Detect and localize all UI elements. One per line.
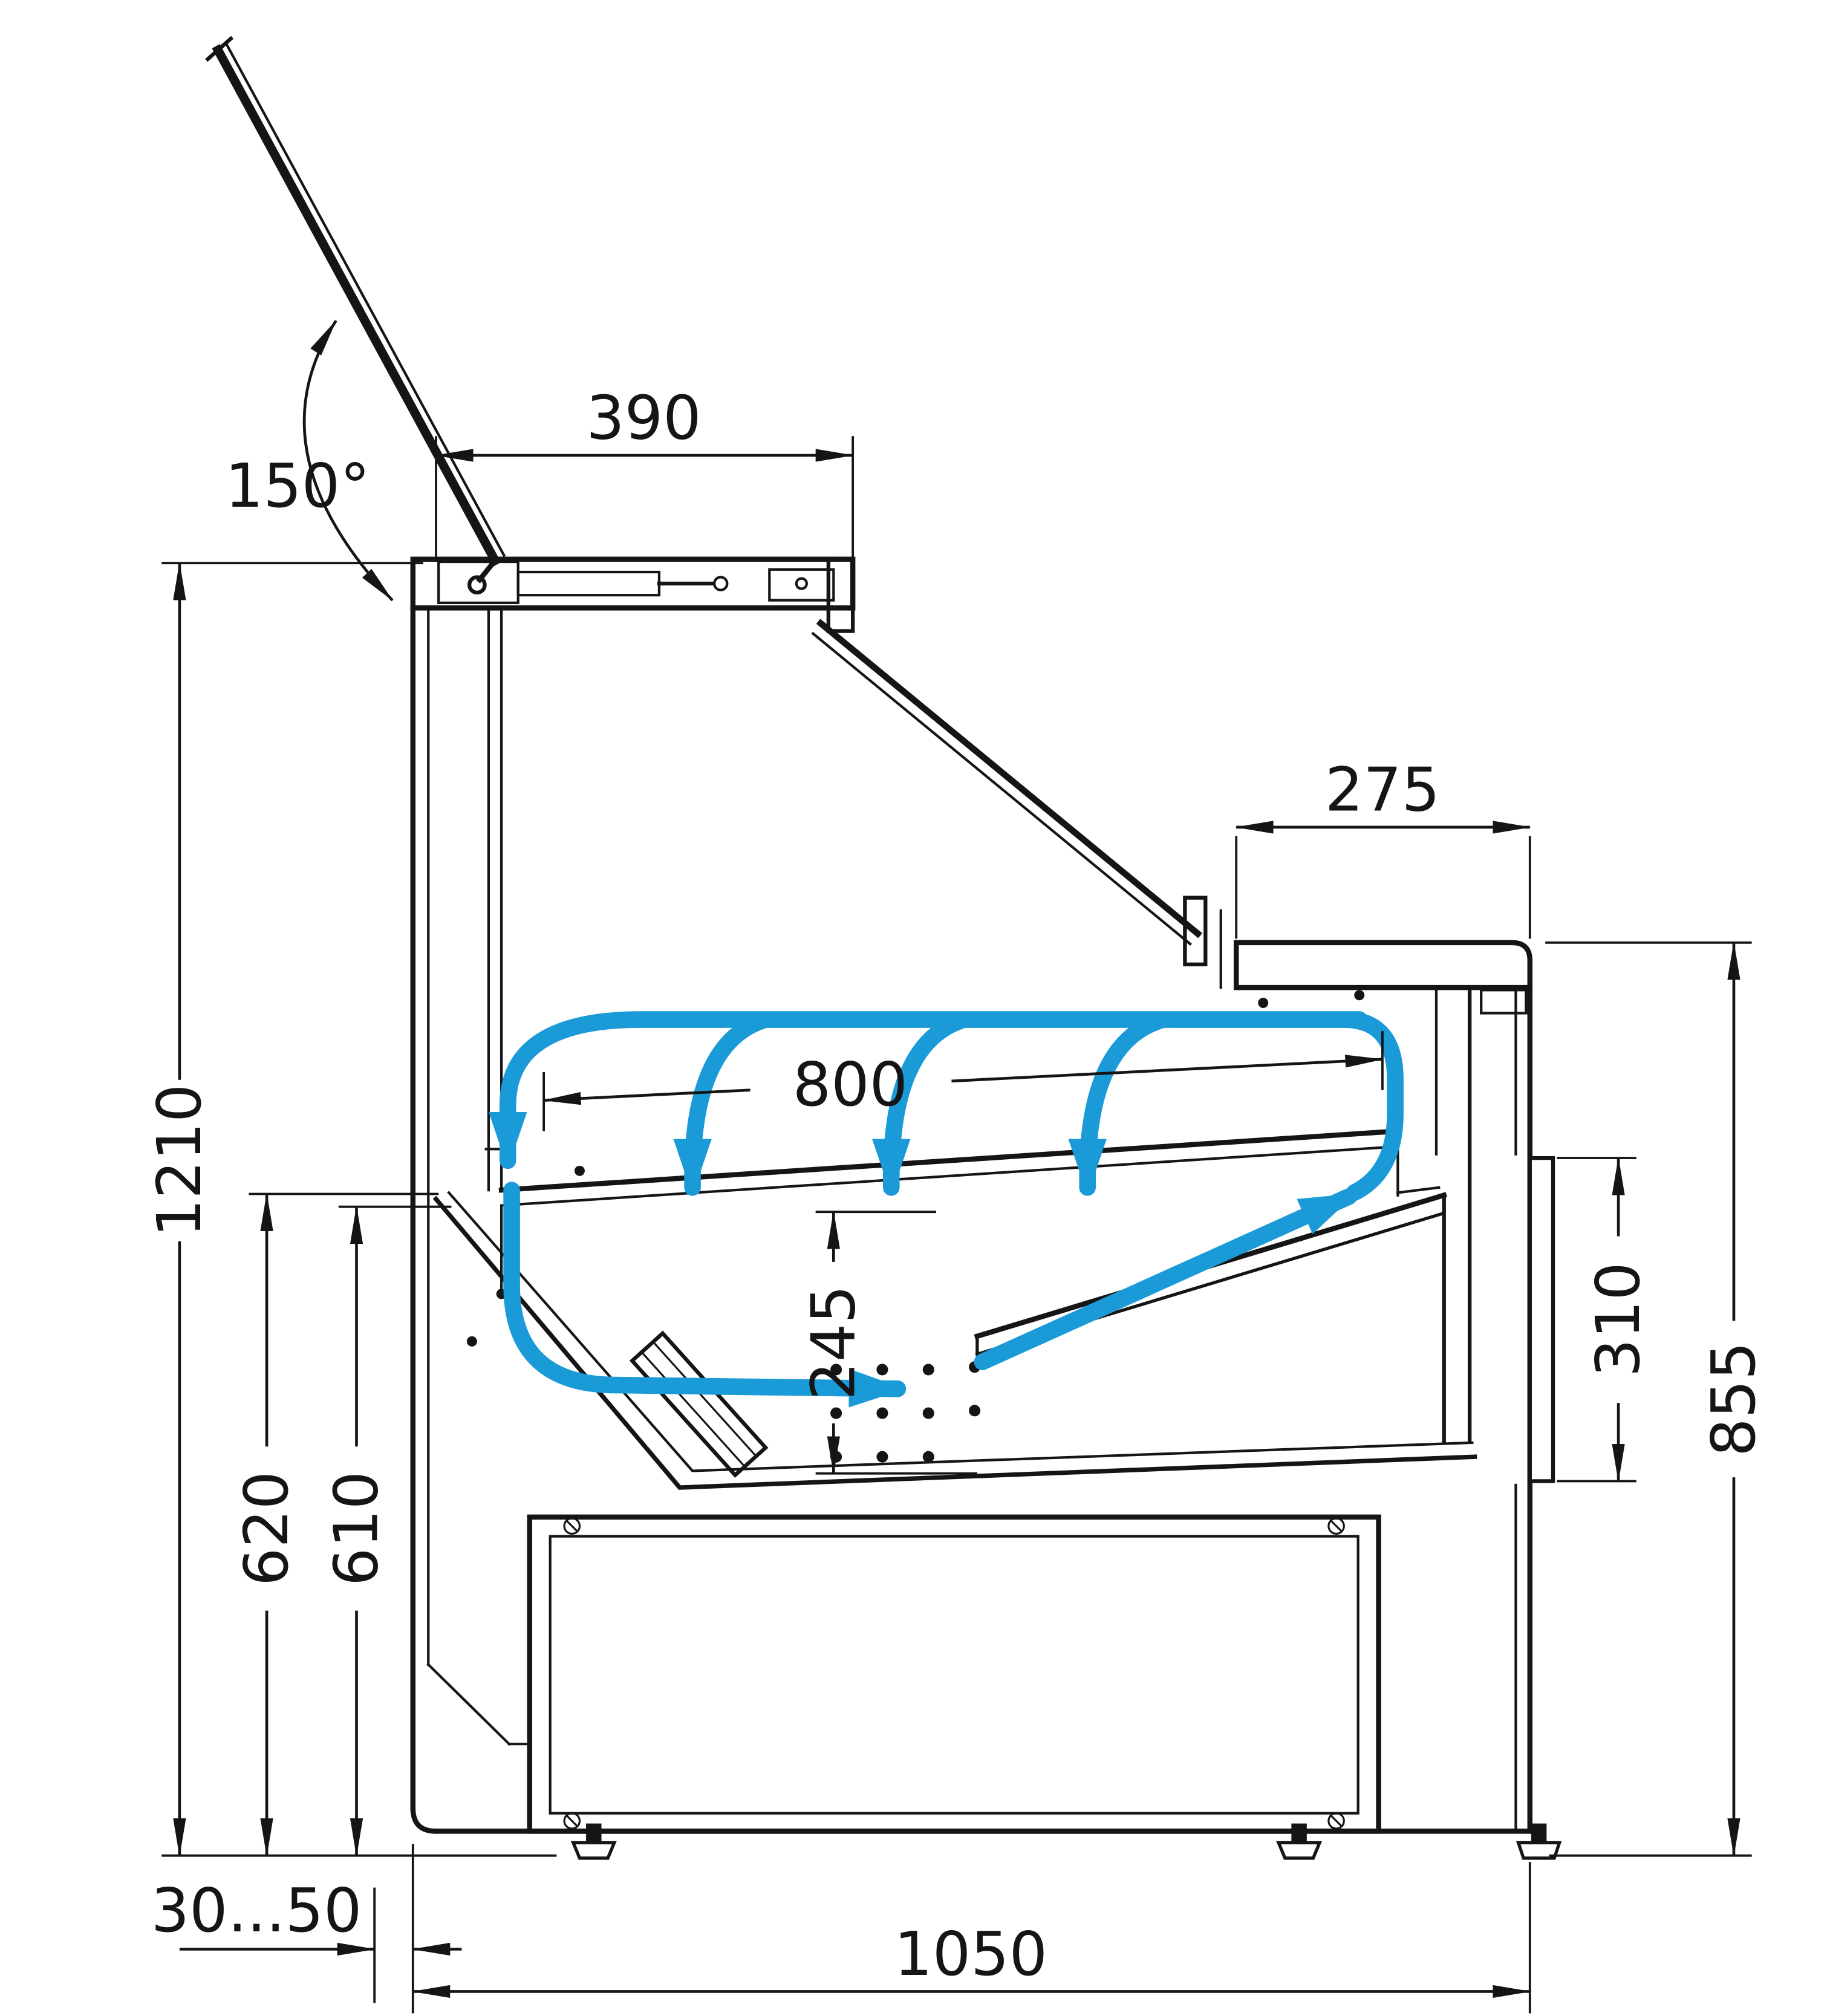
airflow-top-run [488, 1011, 1368, 1169]
front-glass [811, 619, 1222, 989]
dim-well-height [815, 1211, 977, 1475]
air-duct-hull [432, 1191, 1477, 1490]
airflow-diagonal-rise [974, 1188, 1358, 1371]
dim-deck-height-back [249, 1192, 439, 1857]
dim-front-height [1545, 941, 1752, 1857]
dim-deck-height-front [338, 1205, 452, 1857]
dim-counter-depth [1235, 821, 1531, 939]
display-deck [498, 1128, 1441, 1207]
label-front-panel-height: 310 [1583, 1262, 1653, 1377]
gas-spring [516, 568, 835, 602]
dim-base-depth [411, 1862, 1531, 2014]
dim-front-panel-height [1557, 1156, 1636, 1483]
label-wall-clearance: 30...50 [151, 1875, 362, 1946]
machine-compartment [527, 1514, 1381, 1834]
open-lid [205, 36, 506, 567]
label-counter-depth: 275 [1325, 754, 1440, 825]
adjustable-foot-middle [1276, 1823, 1323, 1860]
label-base-depth: 1050 [894, 1919, 1047, 1989]
dimension-labels: 150° 390 275 800 1210 620 610 245 310 85… [144, 382, 1769, 1989]
case-linework [205, 36, 1562, 1860]
airflow-branch-1 [673, 1011, 774, 1196]
dim-deck-length [542, 1031, 1384, 1131]
label-deck-height-front: 610 [321, 1471, 391, 1586]
airflow-arrows [488, 1011, 1404, 1408]
screw-heads [563, 1517, 1345, 1830]
label-deck-length: 800 [793, 1049, 908, 1120]
label-overall-height: 1210 [144, 1084, 215, 1238]
dim-lid-angle [302, 319, 394, 602]
dim-canopy-depth [434, 436, 855, 603]
label-front-height: 855 [1698, 1342, 1769, 1457]
dimensions [161, 319, 1752, 2014]
label-lid-angle: 150° [225, 450, 370, 521]
airflow-bottom-loop [503, 1182, 907, 1408]
counter-top [1233, 940, 1533, 1015]
airflow-branch-2 [871, 1011, 973, 1196]
label-well-height: 245 [798, 1285, 868, 1400]
adjustable-foot-left [570, 1823, 617, 1860]
label-canopy-depth: 390 [586, 382, 701, 453]
airflow-front-riser [1335, 1011, 1404, 1201]
front-wall [1514, 984, 1555, 1834]
front-panel [1528, 1156, 1555, 1483]
label-deck-height-back: 620 [231, 1471, 302, 1586]
lid-hinge [437, 556, 519, 605]
adjustable-foot-front [1516, 1823, 1562, 1860]
dim-overall-height [161, 562, 557, 1857]
